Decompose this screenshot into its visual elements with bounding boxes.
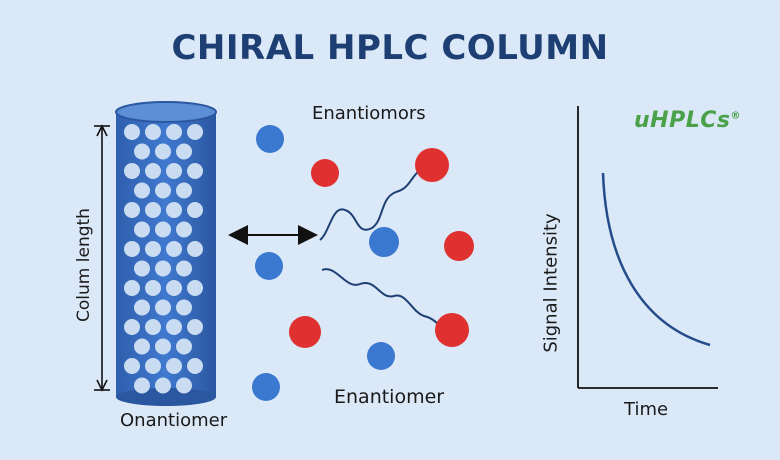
- molecule-blue: [367, 342, 395, 370]
- packing-bead: [145, 124, 161, 140]
- packing-bead: [166, 280, 182, 296]
- packing-bead: [155, 143, 171, 160]
- packing-bead: [145, 163, 161, 179]
- packing-bead: [124, 202, 140, 218]
- packing-bead: [134, 338, 150, 355]
- packing-bead: [166, 358, 182, 374]
- packing-bead: [166, 241, 182, 257]
- molecule-blue: [369, 227, 399, 257]
- packing-bead: [124, 280, 140, 296]
- packing-bead: [187, 163, 203, 179]
- packing-bead: [124, 163, 140, 179]
- packing-bead: [176, 221, 192, 238]
- molecule-red: [415, 148, 449, 182]
- packing-bead: [155, 221, 171, 238]
- graph-x-label: Time: [624, 399, 669, 420]
- page-title: CHIRAL HPLC COLUMN: [171, 28, 609, 68]
- packing-bead: [187, 241, 203, 257]
- packing-bead: [187, 319, 203, 335]
- packing-bead: [155, 377, 171, 394]
- packing-bead: [134, 377, 150, 394]
- packing-bead: [187, 124, 203, 140]
- packing-bead: [187, 280, 203, 296]
- packing-bead: [176, 338, 192, 355]
- packing-bead: [155, 260, 171, 277]
- packing-bead: [155, 299, 171, 316]
- graph-y-label: Signal Intensity: [540, 213, 562, 353]
- packing-bead: [145, 241, 161, 257]
- packing-bead: [187, 202, 203, 218]
- packing-bead: [155, 182, 171, 199]
- packing-bead: [145, 280, 161, 296]
- packing-bead: [176, 299, 192, 316]
- signal-curve: [601, 172, 711, 347]
- molecule-blue: [256, 125, 284, 153]
- packing-bead: [176, 182, 192, 199]
- packing-bead: [176, 143, 192, 160]
- molecule-blue: [252, 373, 280, 401]
- packing-bead: [145, 202, 161, 218]
- hplc-column: [115, 101, 217, 406]
- packing-bead: [134, 182, 150, 199]
- packing-bead: [166, 163, 182, 179]
- label-enantiomors: Enantiomors: [312, 103, 426, 124]
- packing-bead: [176, 260, 192, 277]
- packing-bead: [166, 124, 182, 140]
- label-column-length: Colum length: [74, 208, 94, 322]
- column-length-arrow: [94, 124, 110, 392]
- column-beads: [124, 124, 203, 394]
- bound-enantiomers: [319, 148, 469, 347]
- packing-bead: [134, 143, 150, 160]
- packing-bead: [134, 299, 150, 316]
- label-enantiomer: Enantiomer: [334, 386, 445, 408]
- packing-bead: [155, 338, 171, 355]
- molecule-red: [444, 231, 474, 261]
- packing-bead: [166, 319, 182, 335]
- packing-bead: [134, 260, 150, 277]
- packing-bead: [134, 221, 150, 238]
- logo-registered-mark: ®: [730, 110, 741, 122]
- packing-bead: [124, 124, 140, 140]
- molecule-blue: [255, 252, 283, 280]
- molecule-red: [289, 316, 321, 348]
- signal-graph: [577, 106, 718, 389]
- enantiomer-molecules: [252, 125, 474, 401]
- packing-bead: [124, 241, 140, 257]
- packing-bead: [124, 358, 140, 374]
- label-onantiomer: Onantiomer: [120, 410, 228, 431]
- packing-bead: [145, 319, 161, 335]
- molecule-red: [435, 313, 469, 347]
- packing-bead: [166, 202, 182, 218]
- packing-bead: [187, 358, 203, 374]
- packing-bead: [145, 358, 161, 374]
- molecule-red: [311, 159, 339, 187]
- logo-text: uHPLCs: [634, 108, 731, 133]
- packing-bead: [176, 377, 192, 394]
- packing-bead: [124, 319, 140, 335]
- brand-logo: uHPLCs®: [634, 108, 741, 133]
